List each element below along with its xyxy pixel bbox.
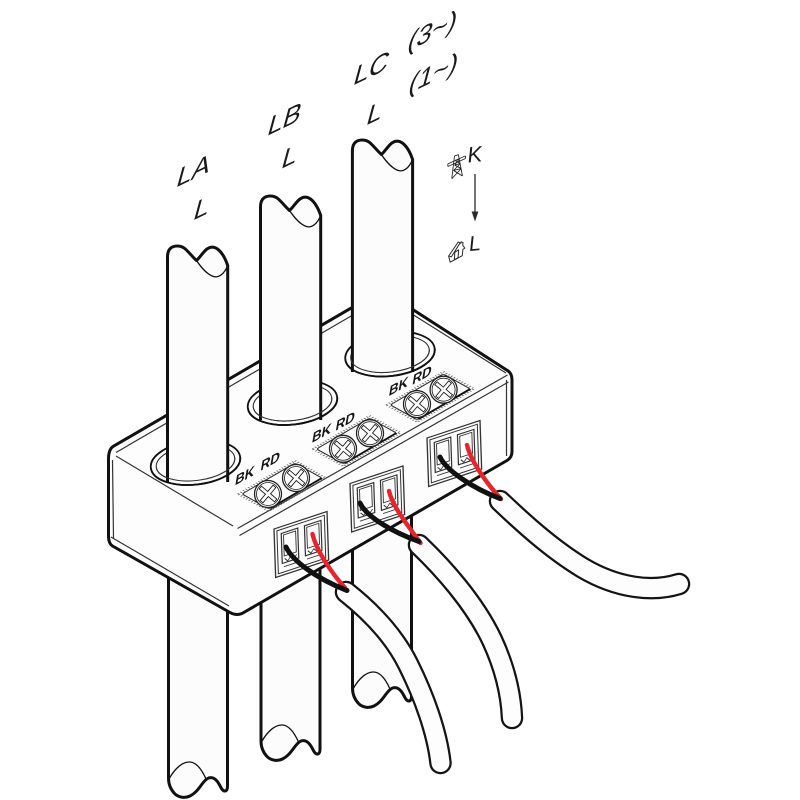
svg-text:K: K	[466, 141, 484, 167]
svg-text:L: L	[468, 232, 482, 256]
